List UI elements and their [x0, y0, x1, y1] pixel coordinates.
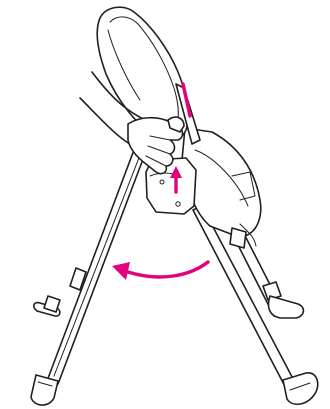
rear-left-foot: [34, 296, 60, 316]
rear-left-leg: [47, 142, 148, 384]
rear-right-foot: [263, 282, 303, 318]
front-left-foot: [31, 375, 58, 405]
curved-arrow-left-icon: [112, 262, 208, 280]
